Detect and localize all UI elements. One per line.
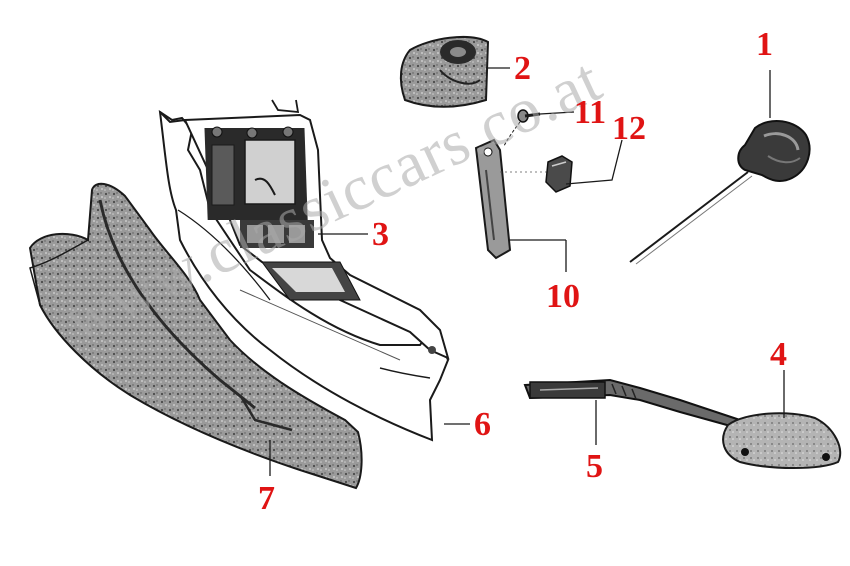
part-5-handbrake-lever xyxy=(523,378,747,432)
part-2-shift-boot xyxy=(399,36,490,108)
callout-2: 2 xyxy=(514,50,531,87)
callout-4: 4 xyxy=(770,336,787,373)
callout-5: 5 xyxy=(586,448,603,485)
part-12-clip xyxy=(545,155,573,193)
callout-6: 6 xyxy=(474,406,491,443)
part-6-console-body xyxy=(158,109,450,442)
part-4-handbrake-boot xyxy=(722,412,842,469)
part-1-gear-knob xyxy=(629,119,811,265)
part-10-bracket xyxy=(474,138,548,260)
callout-7: 7 xyxy=(258,480,275,517)
callout-1: 1 xyxy=(756,26,773,63)
callout-3: 3 xyxy=(372,216,389,253)
part-3-shift-surround xyxy=(159,99,450,360)
callout-11: 11 xyxy=(574,94,607,131)
part-11-screw xyxy=(503,109,541,147)
leader-lines xyxy=(269,67,785,476)
callout-10: 10 xyxy=(546,278,580,315)
callout-12: 12 xyxy=(612,110,646,147)
part-7-carpet-panel xyxy=(28,182,363,490)
